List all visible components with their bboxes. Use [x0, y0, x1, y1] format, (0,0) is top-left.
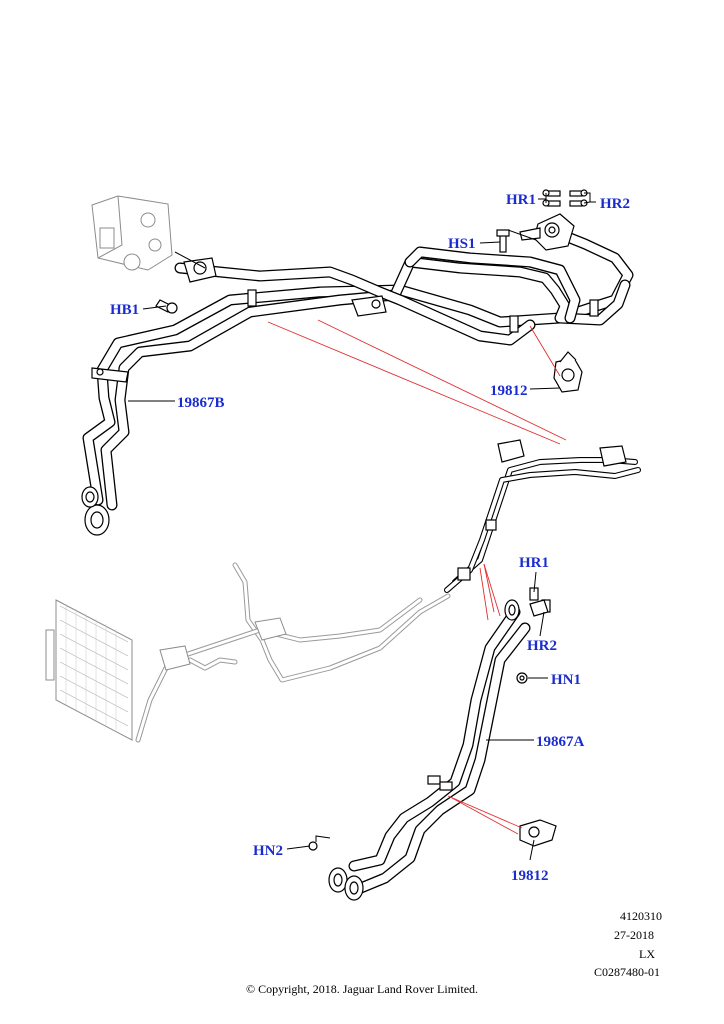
callout-hr2-bottom: HR2 [527, 638, 557, 654]
ghost-harness [135, 562, 451, 743]
callout-hr1-top: HR1 [506, 192, 536, 208]
condenser-ghost [45, 599, 133, 741]
callout-19812-top: 19812 [490, 383, 528, 399]
clip-19812-bottom-icon [519, 819, 557, 847]
reference-lines [267, 319, 567, 835]
middle-thin-lines [444, 439, 641, 593]
copyright-text: © Copyright, 2018. Jaguar Land Rover Lim… [245, 982, 479, 996]
callout-hn1: HN1 [551, 672, 581, 688]
callout-19867b: 19867B [177, 395, 225, 411]
pump-block-ghost [91, 195, 173, 271]
clip-19812-top-icon [553, 351, 583, 393]
lower-pipe-assembly [328, 599, 531, 901]
callout-hn2: HN2 [253, 843, 283, 859]
hr-bolts-bottom-icon [529, 587, 551, 617]
info-line-1: 4120310 [620, 909, 662, 923]
callout-19867a: 19867A [536, 734, 585, 750]
callout-hb1: HB1 [110, 302, 139, 318]
callout-hr2-top: HR2 [600, 196, 630, 212]
info-line-3: LX [639, 947, 655, 961]
info-line-4: C0287480-01 [594, 965, 660, 979]
callout-hr1-bottom: HR1 [519, 555, 549, 571]
hr-bolts-top-icon [542, 189, 588, 207]
hn1-nut-icon [516, 672, 528, 684]
hn2-nut-icon [308, 835, 331, 851]
upper-pipe-assembly [81, 195, 634, 536]
callout-19812-bottom: 19812 [511, 868, 549, 884]
leader-lines [128, 192, 596, 861]
info-line-2: 27-2018 [614, 928, 654, 942]
hs1-stud-icon [496, 229, 510, 253]
callout-hs1: HS1 [448, 236, 476, 252]
